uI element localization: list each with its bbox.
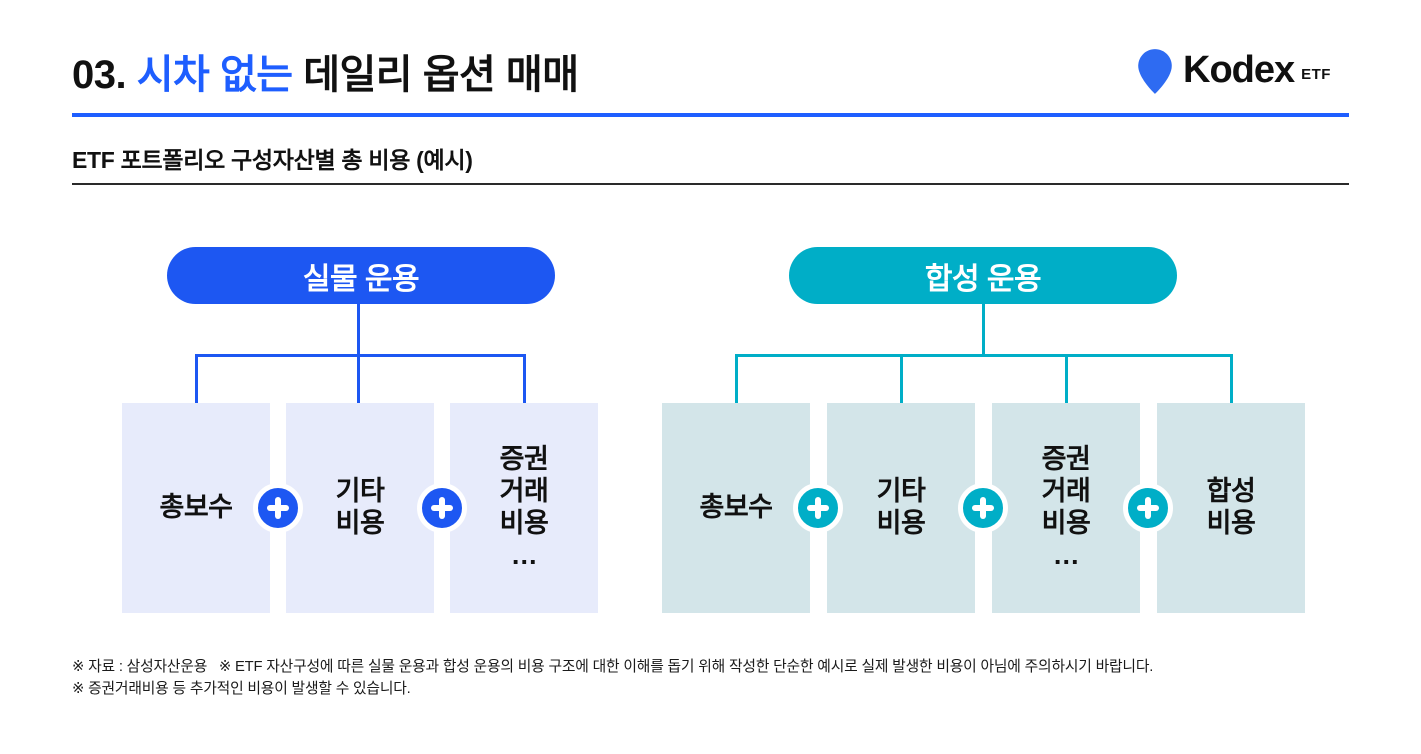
location-pin-icon [1137,46,1173,95]
plus-glyph [1137,497,1159,519]
label-line: 증권 [499,444,549,475]
plus-glyph [267,497,289,519]
label-line: 합성 [1206,476,1256,507]
right-tree-drop-2 [900,354,903,403]
label-line: 총보수 [699,492,773,523]
title-rest: 데일리 옵션 매매 [303,53,579,97]
cost-box-label: 총보수 [699,492,773,524]
cost-box-label: 기타 비용 [877,476,926,540]
physical-management-pill: 실물 운용 [167,247,555,304]
label-line: 비용 [335,508,385,538]
cost-box-label: 합성 비용 [1207,476,1256,540]
cost-box-synthetic-cost: 합성 비용 [1157,403,1305,613]
right-tree-hline [735,354,1233,357]
left-tree-drop-3 [523,354,526,403]
label-line: 비용 [1041,508,1091,538]
synthetic-management-pill: 합성 운용 [789,247,1177,304]
label-line: 비용 [876,508,926,538]
cost-box-securities-trading: 증권 거래 비용 … [450,403,598,613]
label-line: 비용 [1206,508,1256,538]
cost-box-securities-trading: 증권 거래 비용 … [992,403,1140,613]
left-tree-drop-1 [195,354,198,403]
section-divider [72,183,1349,185]
label-line: … [510,539,538,570]
plus-glyph [431,497,453,519]
left-tree-stem [357,304,360,357]
plus-glyph [807,497,829,519]
logo-suffix-text: ETF [1301,66,1331,83]
footnote-extra-costs: ※ 증권거래비용 등 추가적인 비용이 발생할 수 있습니다. [72,681,411,697]
cost-box-other-costs: 기타 비용 [286,403,434,613]
plus-icon [958,483,1008,533]
label-line: … [1052,539,1080,570]
label-line: 기타 [335,476,385,507]
right-tree-stem [982,304,985,357]
kodex-logo: Kodex ETF [1137,46,1331,95]
label-line: 기타 [876,476,926,507]
label-line: 거래 [1041,476,1091,507]
cost-box-label: 증권 거래 비용 … [500,444,549,571]
plus-icon [417,483,467,533]
right-tree-drop-4 [1230,354,1233,403]
title-number: 03. [72,53,127,97]
page-title: 03. 시차 없는 데일리 옵션 매매 [72,42,579,100]
section-heading: ETF 포트폴리오 구성자산별 총 비용 (예시) [72,147,473,173]
cost-box-total-fee: 총보수 [662,403,810,613]
cost-box-total-fee: 총보수 [122,403,270,613]
plus-icon [793,483,843,533]
label-line: 증권 [1041,444,1091,475]
left-tree-hline [195,354,526,357]
right-tree-drop-3 [1065,354,1068,403]
label-line: 총보수 [159,492,233,523]
right-tree-drop-1 [735,354,738,403]
title-highlight: 시차 없는 [136,53,293,97]
plus-icon [253,483,303,533]
label-line: 거래 [499,476,549,507]
footnote-source: ※ 자료 : 삼성자산운용 ※ ETF 자산구성에 따른 실물 운용과 합성 운… [72,659,1154,675]
cost-box-label: 총보수 [159,492,233,524]
cost-box-other-costs: 기타 비용 [827,403,975,613]
label-line: 비용 [499,508,549,538]
cost-box-label: 증권 거래 비용 … [1042,444,1091,571]
plus-glyph [972,497,994,519]
cost-box-label: 기타 비용 [336,476,385,540]
header-divider [72,113,1349,117]
plus-icon [1123,483,1173,533]
left-tree-drop-2 [357,354,360,403]
logo-brand-text: Kodex [1183,49,1295,91]
